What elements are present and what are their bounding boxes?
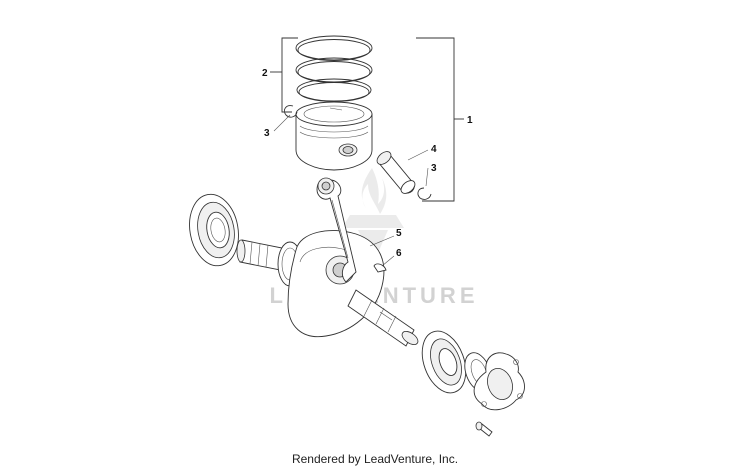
bearing-retainer-plate <box>473 352 525 411</box>
circlip-right <box>417 187 432 200</box>
callout-4: 4 <box>431 144 437 155</box>
screw <box>475 421 493 437</box>
woodruff-key <box>373 263 387 273</box>
piston-rings <box>295 35 373 102</box>
callout-3-left: 3 <box>264 128 270 139</box>
callout-5: 5 <box>396 228 402 239</box>
piston <box>295 101 373 171</box>
ring-set-bracket <box>270 37 298 113</box>
footer-credit: Rendered by LeadVenture, Inc. <box>291 452 459 466</box>
callout-labels: 1 2 3 4 3 5 6 <box>262 68 473 259</box>
piston-pin <box>376 151 416 194</box>
callout-1: 1 <box>467 115 473 126</box>
callout-6: 6 <box>396 248 402 259</box>
piston-assembly-bracket <box>416 37 464 202</box>
right-bearing <box>421 330 467 394</box>
connecting-rod <box>316 177 357 283</box>
crankshaft <box>236 230 419 347</box>
circlip-left <box>283 105 298 118</box>
callout-2: 2 <box>262 68 268 79</box>
left-bearing <box>189 193 239 267</box>
callout-3-right: 3 <box>431 163 437 174</box>
